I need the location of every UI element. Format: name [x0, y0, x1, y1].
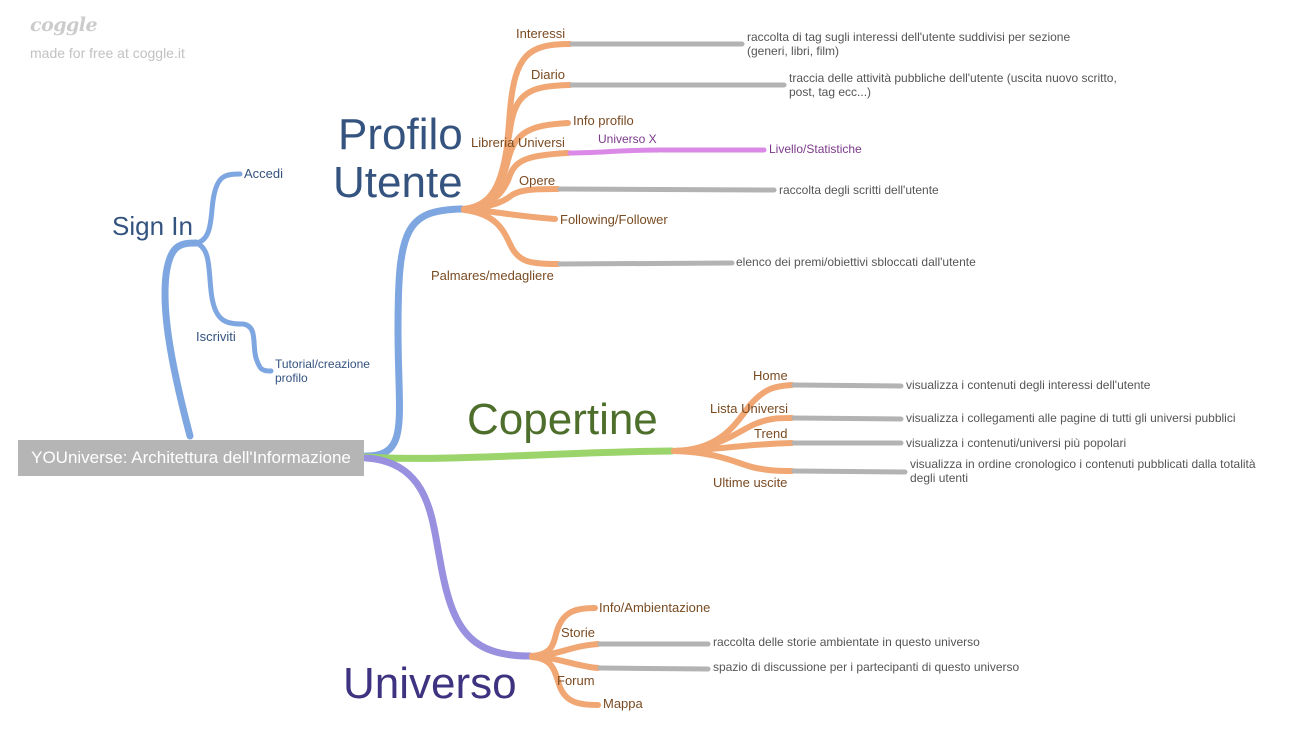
signin-iscriviti[interactable]: Iscriviti: [196, 329, 236, 344]
universo-title[interactable]: Universo: [343, 659, 517, 708]
copertine-trend[interactable]: Trend: [754, 426, 788, 441]
universo-mappa[interactable]: Mappa: [603, 696, 643, 711]
profilo-libreria[interactable]: Libreria Universi: [471, 135, 565, 150]
profilo-palmares-note[interactable]: elenco dei premi/obiettivi sbloccati dal…: [736, 255, 976, 269]
copertine-home[interactable]: Home: [753, 368, 788, 383]
profilo-following[interactable]: Following/Follower: [560, 212, 668, 227]
universo-storie[interactable]: Storie: [561, 625, 595, 640]
universo-forum-note[interactable]: spazio di discussione per i partecipanti…: [713, 660, 1020, 674]
copertine-title[interactable]: Copertine: [467, 395, 658, 444]
profilo-opere[interactable]: Opere: [519, 173, 556, 188]
edge-libreria-universox: [567, 147, 663, 156]
profilo-title-line2[interactable]: Utente: [333, 158, 463, 207]
edge-root-copertine: [362, 447, 676, 462]
edge-root-signin: [161, 239, 200, 440]
coggle-made-for-free-link[interactable]: made for free at coggle.it: [30, 45, 185, 61]
profilo-info[interactable]: Info profilo: [573, 113, 634, 128]
signin-tutorial-line1: Tutorial/creazione: [275, 357, 370, 371]
profilo-diario-note[interactable]: traccia delle attività pubbliche dell'ut…: [789, 71, 1117, 99]
edge-root-universo: [362, 454, 534, 660]
signin-accedi[interactable]: Accedi: [244, 166, 284, 181]
edge-signin-iscriviti: [193, 240, 244, 327]
diario-note-line2: post, tag ecc...): [789, 85, 872, 99]
ultime-note-line2: degli utenti: [910, 471, 969, 485]
profilo-interessi[interactable]: Interessi: [516, 26, 566, 41]
edge-ultime-note: [791, 468, 908, 475]
signin-tutorial-line2: profilo: [275, 371, 308, 385]
copertine-ultime[interactable]: Ultime uscite: [713, 475, 788, 490]
diario-note-line1: traccia delle attività pubbliche dell'ut…: [789, 71, 1117, 85]
libreria-universo-x[interactable]: Universo X: [598, 132, 657, 146]
edge-forum-note: [597, 665, 711, 672]
edge-palmares-note: [557, 260, 735, 267]
interessi-note-line1: raccolta di tag sugli interessi dell'ute…: [747, 30, 1071, 44]
edge-copertine-ultime: [671, 448, 795, 474]
universo-info[interactable]: Info/Ambientazione: [599, 600, 711, 615]
coggle-logo[interactable]: coggle: [30, 14, 98, 36]
copertine-lista[interactable]: Lista Universi: [710, 401, 789, 416]
universo-forum[interactable]: Forum: [557, 673, 595, 688]
edge-signin-accedi: [193, 171, 243, 246]
profilo-interessi-note[interactable]: raccolta di tag sugli interessi dell'ute…: [747, 30, 1070, 58]
edge-profilo-palmares: [461, 207, 561, 267]
profilo-palmares[interactable]: Palmares/medagliere: [431, 268, 554, 283]
libreria-livello[interactable]: Livello/Statistiche: [769, 142, 862, 156]
profilo-title-line1[interactable]: Profilo: [338, 110, 463, 159]
signin-tutorial[interactable]: Tutorial/creazione profilo: [275, 357, 370, 385]
interessi-note-line2: (generi, libri, film): [747, 44, 840, 58]
copertine-home-note[interactable]: visualizza i contenuti degli interessi d…: [906, 378, 1151, 392]
edge-lista-note: [791, 415, 904, 422]
profilo-diario[interactable]: Diario: [531, 67, 565, 82]
profilo-opere-note[interactable]: raccolta degli scritti dell'utente: [779, 183, 939, 197]
edge-root-profilo: [362, 205, 466, 460]
universo-storie-note[interactable]: raccolta delle storie ambientate in ques…: [713, 635, 980, 649]
copertine-ultime-note[interactable]: visualizza in ordine cronologico i conte…: [910, 457, 1256, 485]
copertine-trend-note[interactable]: visualizza i contenuti/universi più popo…: [906, 436, 1127, 450]
signin-title[interactable]: Sign In: [112, 211, 193, 241]
edge-opere-note: [557, 186, 777, 193]
edge-universo-mappa: [529, 654, 601, 708]
edge-profilo-opere: [461, 186, 561, 212]
edge-home-note: [791, 382, 904, 389]
edge-iscriviti-tutorial: [240, 321, 274, 374]
root-node[interactable]: YOUniverse: Architettura dell'Informazio…: [18, 440, 364, 476]
copertine-lista-note[interactable]: visualizza i collegamenti alle pagine di…: [906, 411, 1236, 425]
ultime-note-line1: visualizza in ordine cronologico i conte…: [910, 457, 1256, 471]
